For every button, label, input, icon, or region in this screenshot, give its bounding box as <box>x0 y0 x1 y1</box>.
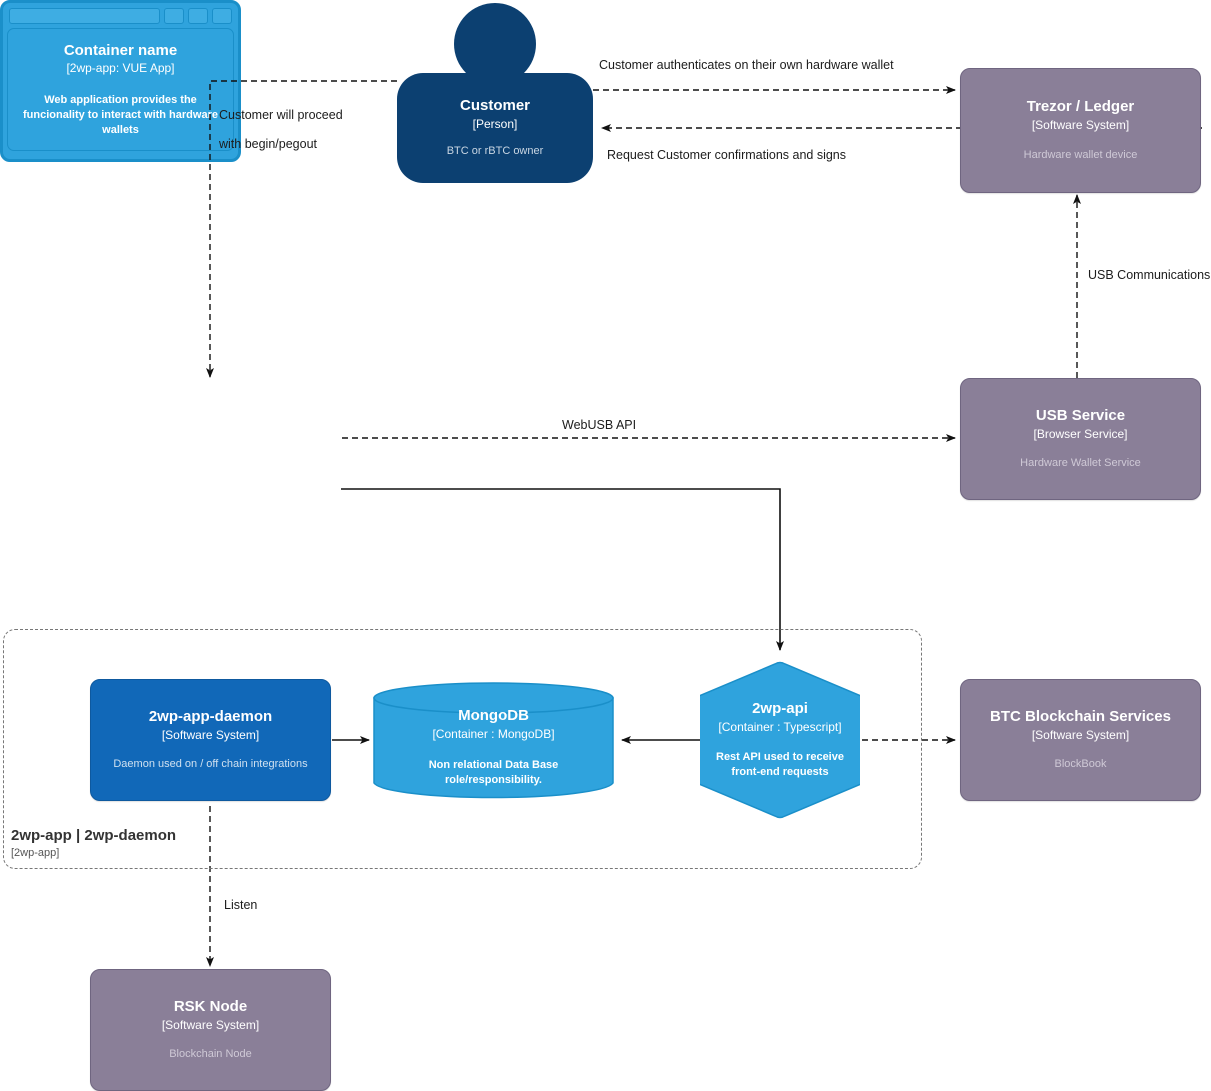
node-rsk-node-title: RSK Node <box>173 997 248 1015</box>
node-mongodb-description: Non relational Data Base role/responsibi… <box>428 759 559 787</box>
node-btc-blockchain-services-title: BTC Blockchain Services <box>990 707 1171 725</box>
node-mongodb-tech: [Container : MongoDB] <box>432 726 555 741</box>
node-rsk-node[interactable]: RSK Node [Software System] Blockchain No… <box>90 969 331 1091</box>
node-2wp-api-content: 2wp-api [Container : Typescript] Rest AP… <box>700 650 860 830</box>
browser-minimize-button[interactable] <box>164 8 184 24</box>
node-2wp-app-daemon-title: 2wp-app-daemon <box>148 707 273 725</box>
node-usb-service-tech: [Browser Service] <box>1033 426 1128 441</box>
browser-maximize-button[interactable] <box>188 8 208 24</box>
node-mongodb-content: MongoDB [Container : MongoDB] Non relati… <box>373 682 614 799</box>
node-rsk-node-tech: [Software System] <box>161 1017 260 1032</box>
edge-label-customer-to-app-line1: Customer will proceed <box>219 108 343 122</box>
node-2wp-app-daemon-tech: [Software System] <box>161 727 260 742</box>
node-rsk-node-description: Blockchain Node <box>169 1048 252 1061</box>
node-2wp-api-tech: [Container : Typescript] <box>718 720 842 735</box>
edge-label-app-to-usbservice: WebUSB API <box>562 418 637 432</box>
browser-close-button[interactable] <box>212 8 232 24</box>
boundary-tech: [2wp-app] <box>11 846 60 859</box>
boundary-2wp-app <box>3 629 922 869</box>
node-customer-description: BTC or rBTC owner <box>446 145 544 158</box>
edge-label-daemon-to-rsknode: Listen <box>224 898 258 912</box>
node-2wp-api[interactable]: 2wp-api [Container : Typescript] Rest AP… <box>700 650 860 830</box>
node-2wp-app-daemon[interactable]: 2wp-app-daemon [Software System] Daemon … <box>90 679 331 801</box>
node-2wp-app-daemon-description: Daemon used on / off chain integrations <box>113 758 308 771</box>
node-container-name-title: Container name <box>63 41 178 59</box>
node-container-name[interactable]: Container name [2wp-app: VUE App] Web ap… <box>0 0 241 162</box>
node-mongodb[interactable]: MongoDB [Container : MongoDB] Non relati… <box>373 682 614 799</box>
node-customer-tech: [Person] <box>472 116 518 131</box>
node-trezor-ledger-tech: [Software System] <box>1031 118 1130 133</box>
node-usb-service-title: USB Service <box>1035 406 1126 424</box>
edge-label-customer-to-app-line2: with begin/pegout <box>219 137 317 151</box>
node-customer[interactable]: Customer [Person] BTC or rBTC owner <box>397 3 593 183</box>
person-body: Customer [Person] BTC or rBTC owner <box>397 73 593 183</box>
browser-address-bar[interactable] <box>9 8 160 24</box>
browser-content: Container name [2wp-app: VUE App] Web ap… <box>7 28 234 151</box>
hexagon-shape <box>700 661 860 819</box>
boundary-label: 2wp-app | 2wp-daemon [2wp-app] <box>11 826 311 860</box>
edge-label-customer-to-trezor: Customer authenticates on their own hard… <box>599 58 894 72</box>
edge-label-trezor-to-customer: Request Customer confirmations and signs <box>607 148 847 162</box>
browser-title-bar <box>7 7 234 25</box>
edge-app-to-api <box>341 488 784 651</box>
boundary-name: 2wp-app | 2wp-daemon <box>11 827 177 844</box>
node-trezor-ledger-description: Hardware wallet device <box>1023 148 1138 161</box>
node-container-name-tech: [2wp-app: VUE App] <box>66 61 175 76</box>
node-trezor-ledger[interactable]: Trezor / Ledger [Software System] Hardwa… <box>960 68 1201 193</box>
node-trezor-ledger-title: Trezor / Ledger <box>1026 98 1135 116</box>
edge-label-usbservice-to-trezor: USB Communications <box>1088 268 1211 282</box>
node-2wp-api-title: 2wp-api <box>752 700 808 718</box>
node-btc-blockchain-services-tech: [Software System] <box>1031 727 1130 742</box>
node-2wp-api-description: Rest API used to receive front-end reque… <box>716 750 844 778</box>
node-usb-service[interactable]: USB Service [Browser Service] Hardware W… <box>960 378 1201 500</box>
node-usb-service-description: Hardware Wallet Service <box>1020 457 1141 470</box>
person-head-icon <box>454 3 536 85</box>
node-btc-blockchain-services[interactable]: BTC Blockchain Services [Software System… <box>960 679 1201 801</box>
node-customer-title: Customer <box>459 96 530 114</box>
cylinder-shape <box>373 682 614 799</box>
node-btc-blockchain-services-description: BlockBook <box>1054 758 1107 771</box>
node-mongodb-title: MongoDB <box>458 706 529 724</box>
node-container-name-description: Web application provides the funcionalit… <box>23 93 218 136</box>
